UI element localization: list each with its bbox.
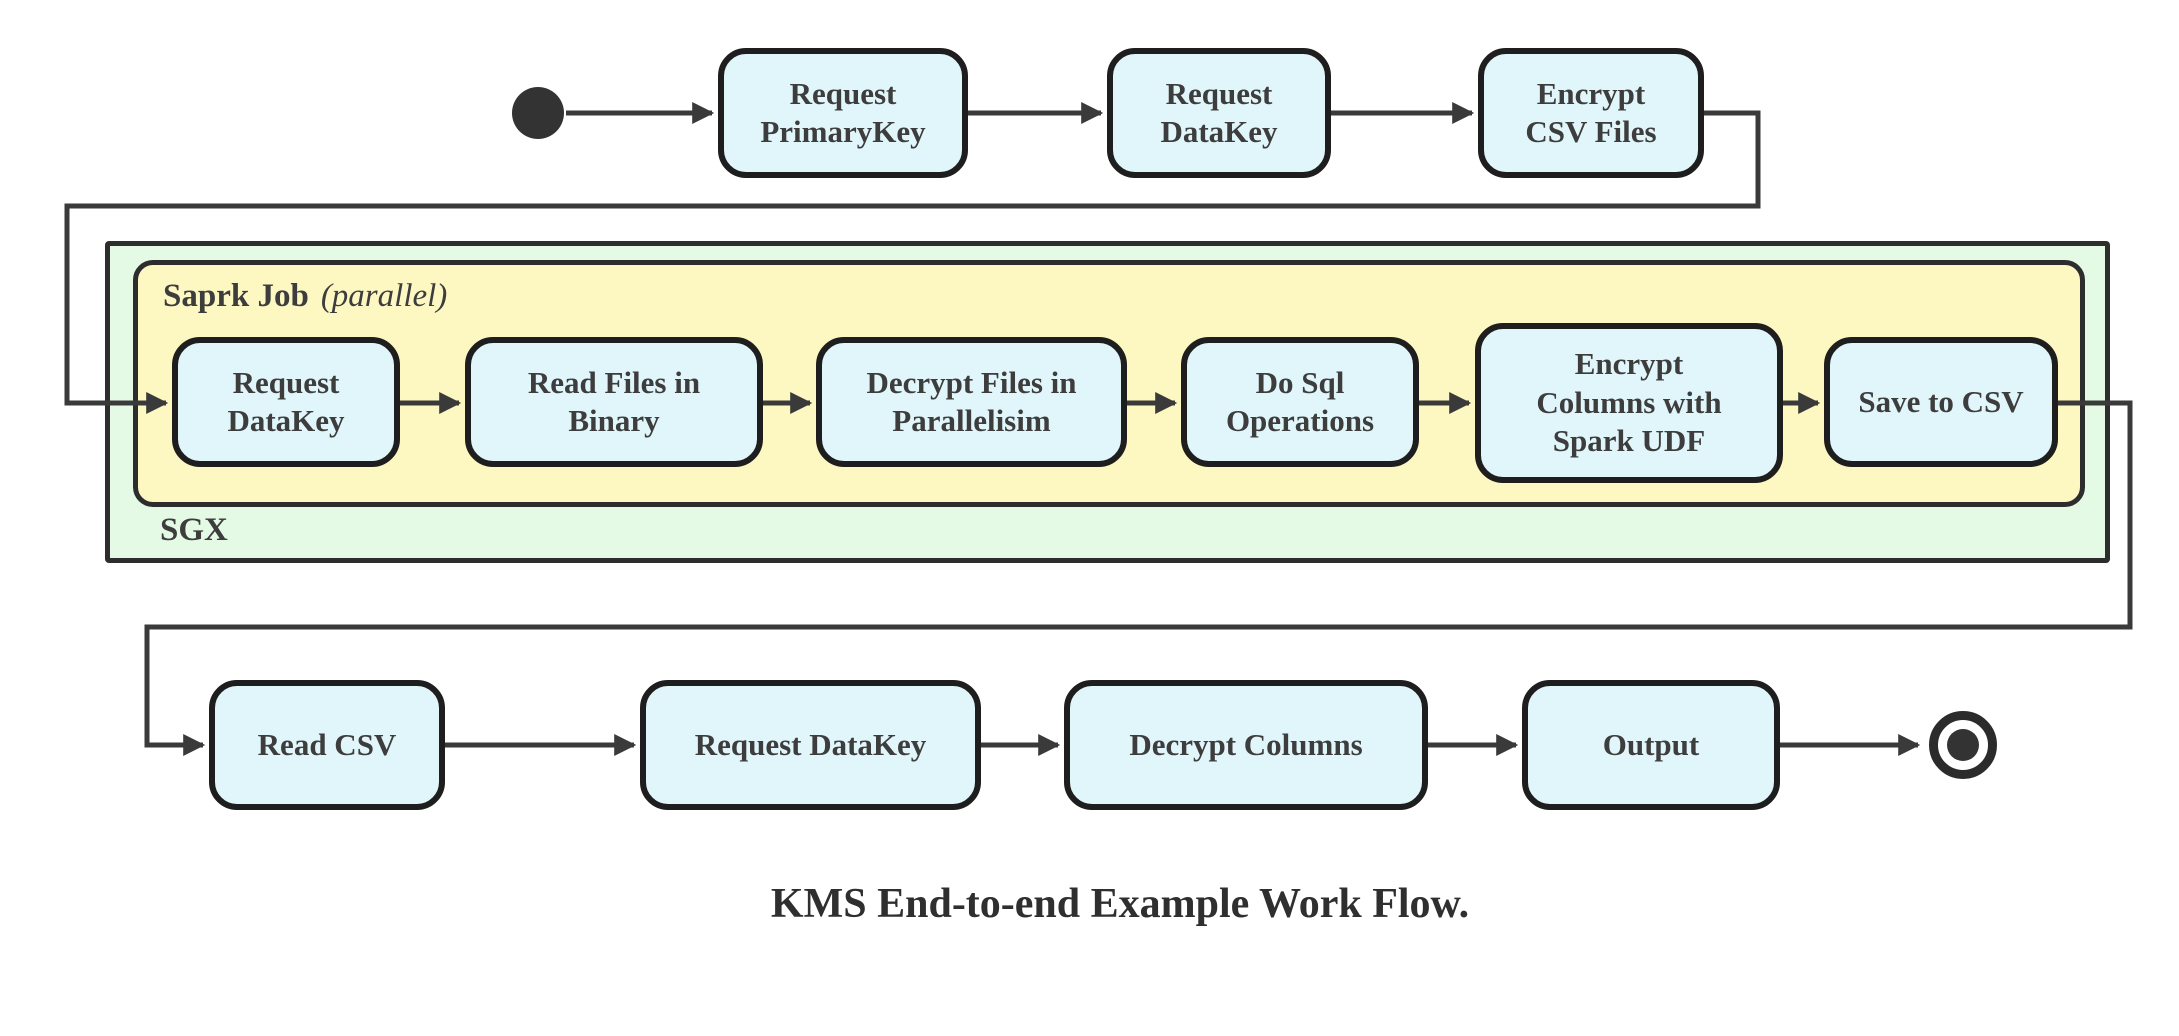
node-read-csv: Read CSV — [209, 680, 445, 810]
node-request-primarykey: Request PrimaryKey — [718, 48, 968, 178]
node-output: Output — [1522, 680, 1780, 810]
end-state-icon — [1929, 711, 1997, 779]
node-encrypt-columns-with-spark-udf: Encrypt Columns with Spark UDF — [1475, 323, 1783, 483]
node-spark-request-datakey: Request DataKey — [172, 337, 400, 467]
sgx-label: SGX — [160, 512, 228, 548]
spark-job-title-bold: Saprk Job — [163, 278, 309, 314]
start-state-icon — [512, 87, 564, 139]
node-decrypt-columns: Decrypt Columns — [1064, 680, 1428, 810]
node-save-to-csv: Save to CSV — [1824, 337, 2058, 467]
end-state-inner-dot — [1947, 729, 1979, 761]
diagram-caption: KMS End-to-end Example Work Flow. — [770, 881, 1470, 927]
node-request-datakey-top: Request DataKey — [1107, 48, 1331, 178]
node-request-datakey-bottom: Request DataKey — [640, 680, 981, 810]
node-do-sql-operations: Do Sql Operations — [1181, 337, 1419, 467]
spark-job-title-italic: (parallel) — [320, 278, 448, 314]
spark-job-title: Saprk Job (parallel) — [163, 278, 447, 315]
node-decrypt-files-in-parallelisim: Decrypt Files in Parallelisim — [816, 337, 1127, 467]
node-encrypt-csv-files: Encrypt CSV Files — [1478, 48, 1704, 178]
node-read-files-in-binary: Read Files in Binary — [465, 337, 763, 467]
